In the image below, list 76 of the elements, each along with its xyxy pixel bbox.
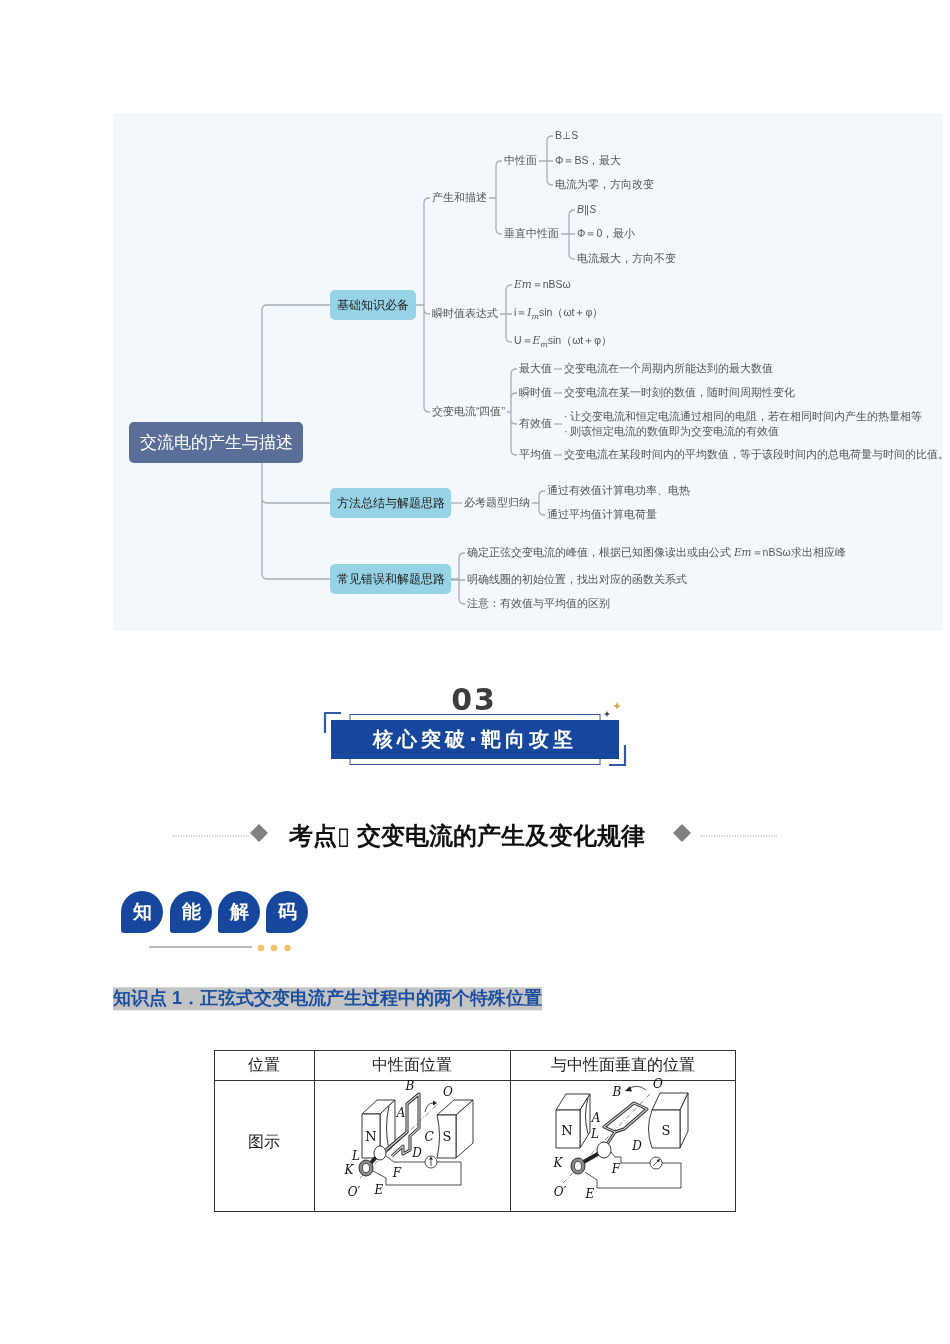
topic-text: 通过有效值计算电功率、电热 [545, 484, 692, 498]
point-label: F [611, 1163, 621, 1175]
topic-box: 基础知识必备 [330, 290, 416, 320]
topic-text: Em＝nBSω [512, 278, 573, 292]
topic-text: 注意：有效值与平均值的区别 [465, 597, 612, 611]
topic-text: 交变电流在某一时刻的数值，随时间周期性变化 [562, 386, 797, 400]
topic-text: i＝I$_{m}$sin（ωt＋φ） [512, 306, 606, 322]
connector-line [450, 502, 463, 504]
connector-line [560, 209, 576, 260]
column-header: 中性面位置 [372, 1055, 452, 1075]
point-label: O′ [553, 1186, 567, 1198]
topic-text: B⊥S [553, 129, 581, 143]
point-label: E [374, 1184, 384, 1196]
section-number: 03 [451, 682, 497, 718]
connector-line [499, 284, 513, 343]
topic-text: B∥S [575, 203, 599, 217]
topic-text: 中性面 [502, 154, 539, 168]
point-label: O′ [347, 1186, 361, 1198]
subsection-heading: 知识点 1．正弦式交变电流产生过程中的两个特殊位置 [113, 987, 542, 1011]
topic-text: U＝E$_{m}$sin（ωt＋φ） [512, 334, 615, 350]
topic-text: 交变电流在某段时间内的平均数值，等于该段时间内的总电荷量与时间的比值。 [562, 448, 950, 462]
point-label: L [591, 1128, 599, 1140]
point-label: L [352, 1150, 360, 1162]
topic-text: Φ＝0，最小 [575, 227, 638, 241]
point-label: O [653, 1078, 663, 1090]
topic-text: 有效值 [517, 417, 554, 431]
bullet-text: · 让交变电流和恒定电流通过相同的电阻，若在相同时间内产生的热量相等 [564, 409, 923, 424]
row-header: 图示 [248, 1132, 280, 1152]
topic-text: 瞬时值 [517, 386, 554, 400]
topic-text: 必考题型归纳 [462, 496, 532, 510]
point-label: D [632, 1140, 642, 1152]
column-header: 与中性面垂直的位置 [551, 1055, 695, 1075]
connector-line [553, 368, 563, 370]
connector-line [531, 490, 546, 516]
topic-text: 交变电流在一个周期内所能达到的最大数值 [562, 362, 775, 376]
point-label: E [585, 1188, 595, 1200]
topic-box: 方法总结与解题思路 [330, 488, 451, 518]
topic-text: 确定正弦交变电流的峰值，根据已知图像读出或由公式 Em＝nBSω求出相应峰 [465, 546, 848, 560]
bullet-text: · 则该恒定电流的数值即为交变电流的有效值 [564, 424, 781, 439]
topic-text: 最大值 [517, 362, 554, 376]
topic-text: 电流最大，方向不变 [575, 252, 678, 266]
connector-line [415, 197, 431, 413]
point-label: K [344, 1164, 354, 1176]
point-label: B [405, 1080, 415, 1092]
column-header: 位置 [248, 1055, 280, 1075]
title-banner: 核心突破·靶向攻坚 [331, 720, 619, 759]
character-badge: 能 [170, 891, 212, 933]
connector-line [488, 160, 503, 235]
section-heading: 考点▯ 交变电流的产生及变化规律 [289, 822, 645, 850]
topic-text: 平均值 [517, 448, 554, 462]
topic-text: 通过平均值计算电荷量 [545, 508, 659, 522]
connector-line [553, 392, 563, 394]
connector-line [506, 368, 518, 456]
connector-line [261, 462, 331, 580]
character-badge: 码 [266, 891, 308, 933]
topic-text: 瞬时值表达式 [430, 307, 500, 321]
connector-line [261, 304, 331, 423]
topic-text: 电流为零，方向改变 [553, 178, 656, 192]
topic-text: 产生和描述 [430, 191, 489, 205]
topic-text: Φ＝BS，最大 [553, 154, 624, 168]
connector-line [553, 423, 563, 425]
character-badge: 解 [218, 891, 260, 933]
root-topic-box: 交流电的产生与描述 [129, 422, 303, 463]
topic-text: 垂直中性面 [502, 227, 561, 241]
topic-box: 常见错误和解题思路 [330, 564, 451, 594]
pole-label: S [661, 1123, 671, 1137]
topic-text: 明确线圈的初始位置，找出对应的函数关系式 [465, 573, 689, 587]
connector-line [450, 552, 466, 605]
point-label: K [553, 1157, 563, 1169]
pole-label: N [561, 1123, 573, 1137]
connector-line [553, 454, 563, 456]
topic-text: 交变电流“四值” [430, 405, 507, 419]
character-badge: 知 [121, 891, 163, 933]
point-label: B [612, 1086, 622, 1098]
connector-line [538, 135, 554, 186]
point-label: A [591, 1112, 601, 1124]
